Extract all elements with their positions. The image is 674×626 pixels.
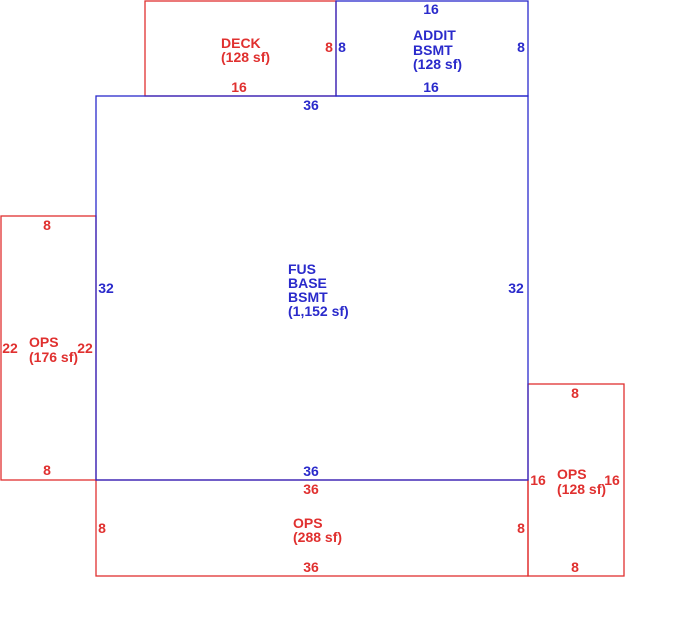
fus-base-bsmt-top-dim: 36	[303, 97, 319, 113]
ops-left-area: (176 sf)	[29, 349, 78, 365]
fus-base-bsmt-outline	[95, 95, 529, 481]
fus-base-bsmt-left-dim: 32	[98, 280, 114, 296]
addit-bsmt-bottom-dim: 16	[423, 79, 439, 95]
addit-bsmt-label-2: BSMT	[413, 42, 453, 58]
addit-bsmt-area: (128 sf)	[413, 56, 462, 72]
ops-left-label: OPS	[29, 334, 59, 350]
ops-right-label: OPS	[557, 466, 587, 482]
fus-base-bsmt-label-1: FUS	[288, 261, 316, 277]
ops-bottom-top-dim: 36	[303, 481, 319, 497]
ops-right-left-dim: 16	[530, 472, 546, 488]
ops-left-left-dim: 22	[2, 340, 18, 356]
addit-bsmt-top-dim: 16	[423, 1, 439, 17]
addit-bsmt-left-dim: 8	[338, 39, 346, 55]
ops-bottom-right-dim: 8	[517, 520, 525, 536]
ops-right-area: (128 sf)	[557, 481, 606, 497]
deck-right-dim: 8	[325, 39, 333, 55]
deck-area: (128 sf)	[221, 49, 270, 65]
deck-bottom-dim: 16	[231, 79, 247, 95]
ops-right-bottom-dim: 8	[571, 559, 579, 575]
ops-bottom-bottom-dim: 36	[303, 559, 319, 575]
ops-right-top-dim: 8	[571, 385, 579, 401]
addit-bsmt-label-1: ADDIT	[413, 27, 456, 43]
fus-base-bsmt-label-2: BASE	[288, 275, 327, 291]
ops-left-right-dim: 22	[77, 340, 93, 356]
fus-base-bsmt-bottom-dim: 36	[303, 463, 319, 479]
ops-left-bottom-dim: 8	[43, 462, 51, 478]
deck-label: DECK	[221, 35, 261, 51]
fus-base-bsmt-area: (1,152 sf)	[288, 303, 349, 319]
ops-bottom-area: (288 sf)	[293, 529, 342, 545]
ops-right-right-dim: 16	[604, 472, 620, 488]
ops-bottom-left-dim: 8	[98, 520, 106, 536]
fus-base-bsmt-label-3: BSMT	[288, 289, 328, 305]
addit-bsmt-right-dim: 8	[517, 39, 525, 55]
fus-base-bsmt-right-dim: 32	[508, 280, 524, 296]
ops-left-top-dim: 8	[43, 217, 51, 233]
ops-bottom-label: OPS	[293, 515, 323, 531]
